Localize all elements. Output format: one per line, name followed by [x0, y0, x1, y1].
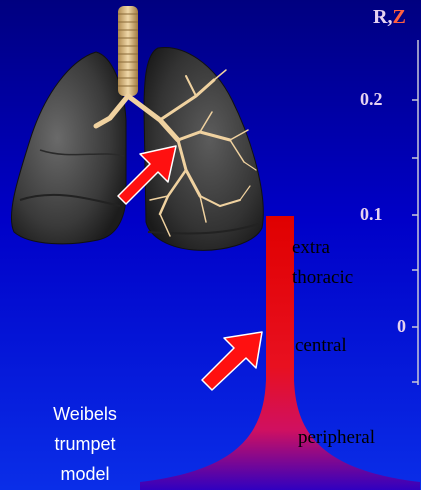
caption-line-2: trumpet	[30, 432, 140, 456]
caption-line-3: model	[30, 462, 140, 486]
label-thoracic: thoracic	[292, 266, 353, 290]
arrow-icon	[202, 332, 262, 390]
label-peripheral: peripheral	[298, 426, 375, 450]
label-central: central	[295, 334, 347, 358]
arrow-icon	[118, 146, 176, 204]
caption-line-1: Weibels	[30, 402, 140, 426]
caption: Weibels trumpet model	[30, 402, 140, 486]
label-extra: extra	[292, 236, 330, 260]
trumpet-shape	[140, 216, 420, 490]
